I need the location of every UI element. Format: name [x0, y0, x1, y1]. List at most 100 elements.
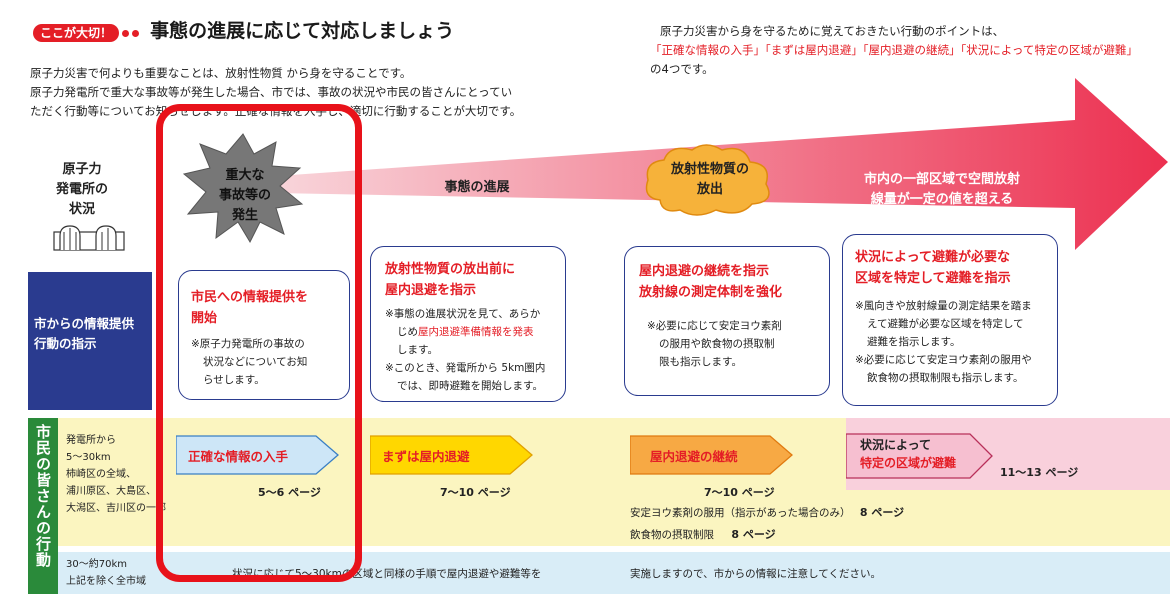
iodine-page: 8 ページ [859, 506, 905, 519]
stage-line: 発生 [231, 208, 258, 223]
dot-icon [122, 30, 130, 37]
action-arrow-info [176, 435, 339, 475]
zone-line: 発電所から [66, 435, 116, 446]
box-text: ※必要に応じて安定ヨウ素剤の服用や [855, 354, 1032, 366]
box-text: の服用や飲食物の摂取制 [659, 338, 775, 350]
points-list: 「正確な情報の入手」「まずは屋内退避」「屋内退避の継続」「状況によって特定の区域… [650, 41, 1170, 60]
food-page: 8 ページ [731, 528, 776, 541]
action-label-shelter: まずは屋内退避 [382, 449, 470, 464]
intro-line: 原子力災害で何よりも重要なことは、放射性物質 から身を守ることです。 [30, 66, 412, 80]
box-text: ※必要に応じて安定ヨウ素剤 [647, 320, 782, 332]
box-heading: 屋内退避を指示 [385, 283, 477, 298]
zone-line: 柿崎区の全域、 [66, 469, 136, 480]
zone-line: 5〜30km [66, 452, 111, 463]
header-title-row: ここが大切！ 事態の進展に応じて対応しましょう [33, 16, 454, 43]
box-text: えて避難が必要な区域を特定して [867, 318, 1024, 330]
box-text: 避難を指示します。 [867, 336, 961, 348]
radiation-release-cloud-icon [645, 144, 770, 216]
food-text: 飲食物の摂取制限 [630, 529, 714, 541]
city-label-line: 市からの情報提供 [34, 316, 135, 331]
status-line: 発電所の [55, 182, 108, 197]
box-text: ※風向きや放射線量の測定結果を踏ま [855, 300, 1032, 312]
stage-line: 重大な [225, 168, 265, 183]
point-item: 「まずは屋内退避」 [765, 43, 863, 57]
action-arrow-continue [630, 435, 793, 475]
accident-burst-icon [182, 133, 304, 244]
box-text: では、即時避難を開始します。 [397, 380, 543, 392]
zone2-band [58, 552, 1170, 594]
action-page-continue: 7〜10 ページ [704, 486, 775, 499]
zone2-text-b: 実施しますので、市からの情報に注意してください。 [630, 568, 881, 580]
box-heading: 放射線の測定体制を強化 [639, 285, 783, 300]
box-text-highlight: 屋内退避準備情報を発表 [418, 326, 534, 338]
stage-line: 線量が一定の値を超える [870, 192, 1014, 207]
evacuate-line: 状況によって [860, 438, 932, 452]
action-page-evacuate: 11〜13 ページ [1000, 466, 1079, 479]
stage-line: 放出 [696, 182, 723, 197]
intro-line: 原子力発電所で重大な事故等が発生した場合、市では、事故の状況や市民の皆さんにとっ… [30, 85, 513, 99]
zone1-description: 発電所から 5〜30km 柿崎区の全域、 浦川原区、大島区、 大潟区、吉川区の一… [66, 432, 176, 517]
points-line: の4つです。 [650, 62, 714, 76]
box-heading: 放射性物質の放出前に [385, 262, 516, 277]
points-line: 原子力災害から身を守るために覚えておきたい行動のポイントは、 [660, 24, 1005, 38]
power-plant-icon [53, 225, 125, 251]
citizens-action-label: 市民の皆さんの行動 [28, 418, 58, 594]
box-text: ※事態の進展状況を見て、あらか [385, 308, 541, 320]
zone-line: 大潟区、吉川区の一部 [66, 503, 166, 514]
plant-status-label: 原子力 発電所の 状況 [42, 160, 122, 220]
box-text: ※原子力発電所の事故の [191, 338, 305, 350]
box-text: 限も指示します。 [659, 356, 742, 368]
intro-text: 原子力災害で何よりも重要なことは、放射性物質 から身を守ることです。 原子力発電… [30, 64, 590, 121]
box-heading: 開始 [191, 311, 218, 326]
stage-line: 市内の一部区域で空間放射 [863, 172, 1020, 187]
point-item: 特定の区域が避難 [1034, 43, 1127, 57]
action-arrow-shelter [370, 435, 533, 475]
box-heading: 屋内退避の継続を指示 [639, 264, 770, 279]
action-page-info: 5〜6 ページ [258, 486, 321, 499]
iodine-text: 安定ヨウ素剤の服用（指示があった場合のみ） [630, 507, 851, 519]
intro-line: ただく行動等についてお知らせします。正確な情報を入手し、適切に行動することが大切… [30, 104, 522, 118]
citizens-label-text: 市民の皆さんの行動 [34, 424, 52, 568]
zone-line: 上記を除く全市域 [66, 576, 146, 587]
action-label-evacuate: 状況によって 特定の区域が避難 [860, 436, 956, 472]
zone-line: 浦川原区、大島区、 [66, 486, 156, 497]
box-text: ※このとき、発電所から 5km圏内 [385, 362, 546, 374]
action-label-continue: 屋内退避の継続 [650, 449, 738, 464]
box-text-part: じめ [397, 326, 418, 338]
instruction-box-3: 屋内退避の継続を指示 放射線の測定体制を強化 ※必要に応じて安定ヨウ素剤 の服用… [624, 246, 830, 396]
action-page-shelter: 7〜10 ページ [440, 486, 511, 499]
stage-line: 放射性物質の [670, 162, 749, 177]
dot-icon [132, 30, 140, 37]
point-item: 「正確な情報の入手」 [650, 43, 765, 57]
iodine-note: 安定ヨウ素剤の服用（指示があった場合のみ） 8 ページ [630, 504, 904, 520]
points-text: 原子力災害から身を守るために覚えておきたい行動のポイントは、 「正確な情報の入手… [650, 22, 1170, 79]
box-text: らせします。 [203, 374, 265, 386]
city-instruction-label: 市からの情報提供 行動の指示 [28, 272, 152, 410]
stage-threshold: 市内の一部区域で空間放射 線量が一定の値を超える [842, 170, 1042, 210]
evacuate-line: 特定の区域が避難 [860, 456, 957, 470]
zone2-description: 30〜約70km 上記を除く全市域 [66, 556, 146, 590]
stage-progress: 事態の進展 [444, 180, 510, 195]
important-badge: ここが大切！ [33, 24, 120, 42]
city-label-line: 行動の指示 [34, 336, 97, 351]
stage-release: 放射性物質の 放出 [650, 160, 770, 200]
highlight-frame [156, 104, 362, 582]
point-item: 」 [1126, 43, 1138, 57]
food-note: 飲食物の摂取制限 8 ページ [630, 526, 776, 542]
page-title: 事態の進展に応じて対応しましょう [150, 20, 455, 42]
action-label-info: 正確な情報の入手 [188, 449, 289, 464]
box-heading: 状況によって避難が必要な [855, 250, 1010, 265]
instruction-box-2: 放射性物質の放出前に 屋内退避を指示 ※事態の進展状況を見て、あらか じめ屋内退… [370, 246, 566, 402]
box-text: 飲食物の摂取制限も指示します。 [867, 372, 1024, 384]
stage-accident: 重大な 事故等の 発生 [205, 166, 285, 226]
action-arrow-evacuate [846, 433, 993, 479]
status-line: 状況 [68, 202, 95, 217]
point-item: 「屋内退避の継続」 [862, 43, 961, 57]
box-text: 状況などについてお知 [203, 356, 308, 368]
box-heading: 市民への情報提供を [191, 290, 309, 305]
box-text: じめ屋内退避準備情報を発表 [385, 323, 565, 341]
stage-line: 事故等の [218, 188, 271, 203]
status-line: 原子力 [62, 162, 102, 177]
instruction-box-1: 市民への情報提供を 開始 ※原子力発電所の事故の 状況などについてお知 らせしま… [178, 270, 350, 400]
instruction-box-4: 状況によって避難が必要な 区域を特定して避難を指示 ※風向きや放射線量の測定結果… [842, 234, 1058, 406]
